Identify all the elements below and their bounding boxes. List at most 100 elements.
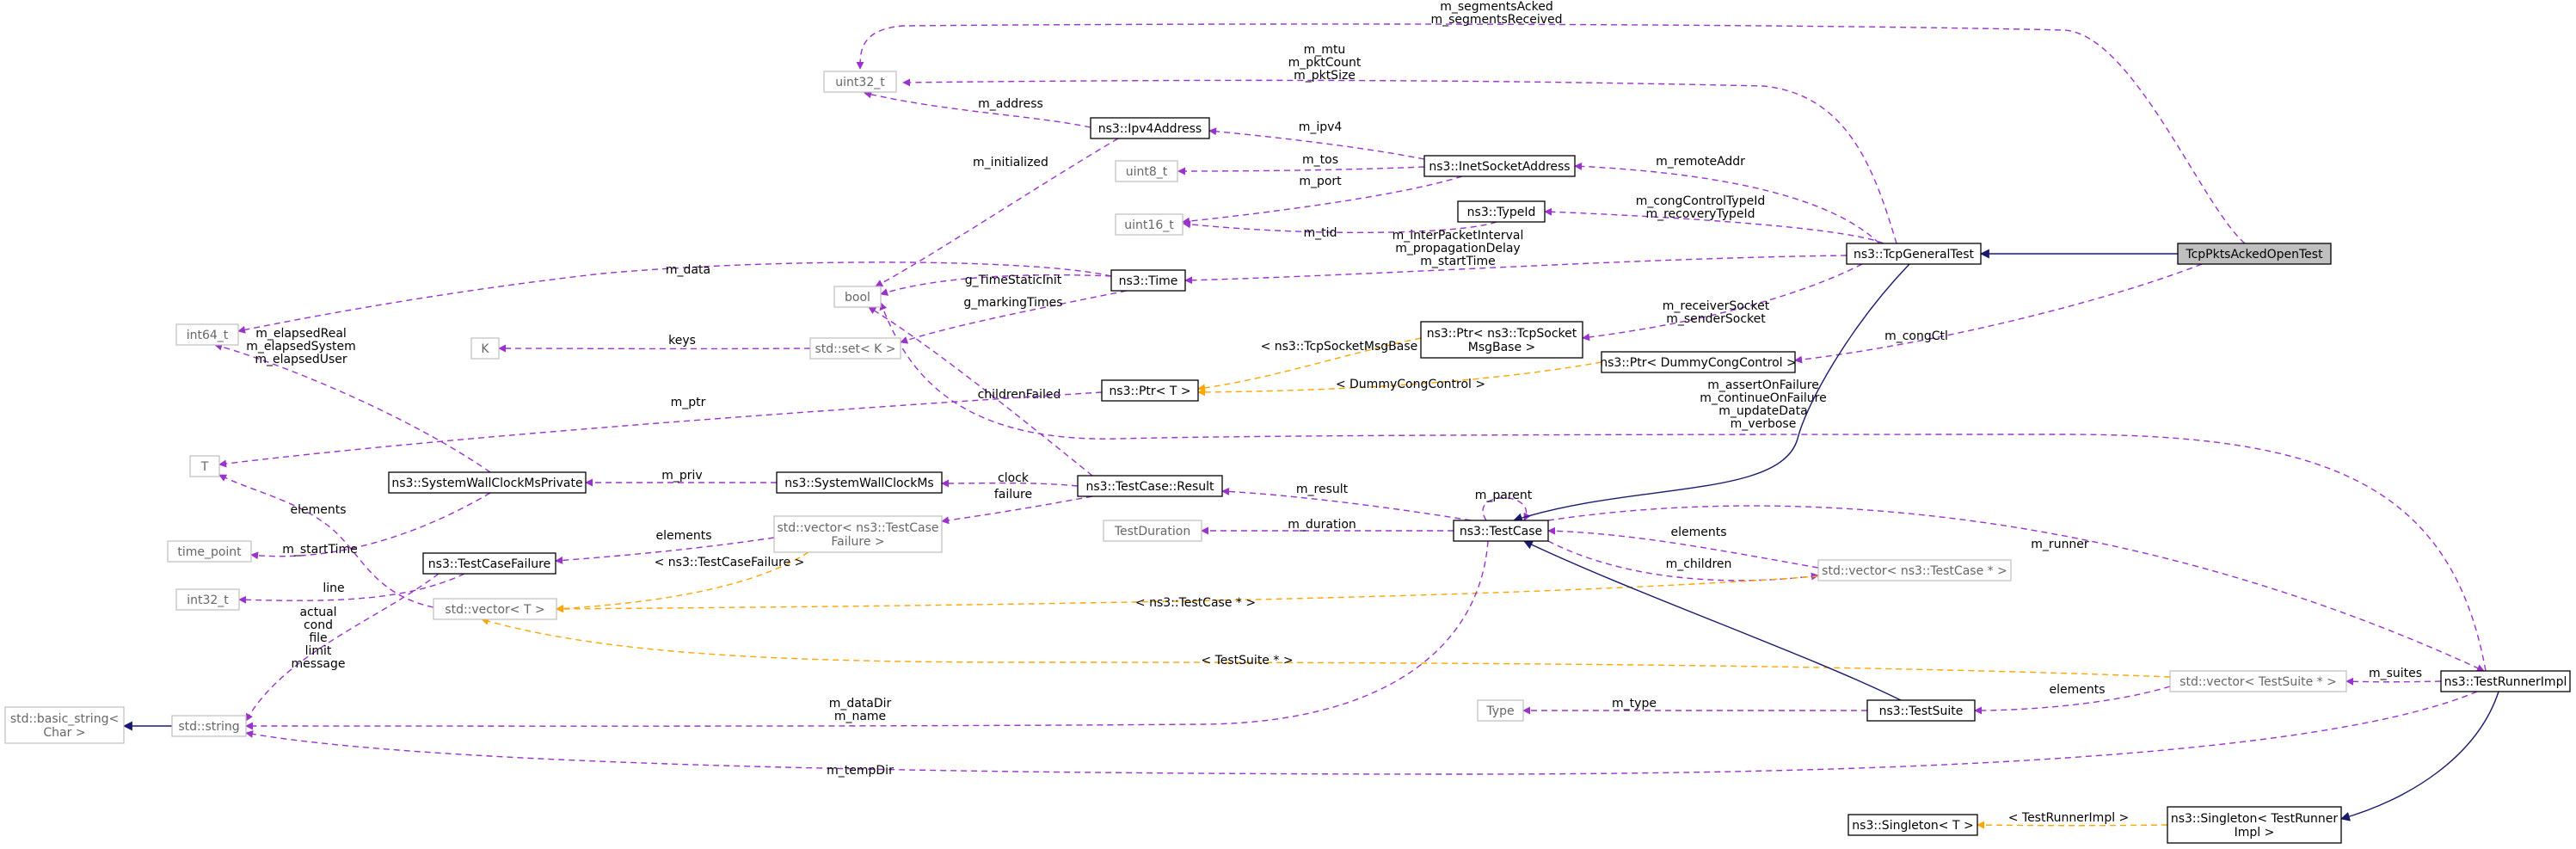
node-ptrtcpsocket[interactable]: ns3::Ptr< ns3::TcpSocketMsgBase > xyxy=(1420,321,1583,359)
node-box xyxy=(470,337,500,360)
edge-tid: m_tid xyxy=(1183,220,1497,240)
node-typeid[interactable]: ns3::TypeId xyxy=(1457,200,1546,223)
node-box xyxy=(1103,520,1202,542)
edge-label: m_ipv4 xyxy=(1299,120,1343,134)
node-box xyxy=(1601,351,1796,373)
edge-label: m_segmentsAcked xyxy=(1440,0,1552,14)
node-testduration[interactable]: TestDuration xyxy=(1103,520,1202,542)
node-stdstring[interactable]: std::string xyxy=(171,715,247,737)
node-box xyxy=(1115,213,1183,236)
edge-label: elements xyxy=(290,503,346,517)
edge-result: m_result xyxy=(1221,483,1472,521)
node-t[interactable]: T xyxy=(189,455,220,477)
node-label: ns3::SystemWallClockMsPrivate xyxy=(391,477,582,490)
node-type[interactable]: Type xyxy=(1477,699,1524,722)
inheritance-line xyxy=(1523,540,1902,701)
edge-label: m_port xyxy=(1299,175,1342,188)
edge-label: m_initialized xyxy=(973,156,1048,169)
node-int64[interactable]: int64_t xyxy=(175,323,239,346)
edge-label: m_parent xyxy=(1475,489,1533,502)
edge-duration: m_duration xyxy=(1201,518,1454,535)
edge-address: m_address xyxy=(864,90,1091,128)
node-tcppktsackedopentest[interactable]: TcpPktsAckedOpenTest xyxy=(2177,243,2332,265)
edge-label: m_ptr xyxy=(671,396,706,409)
edge-label: m_assertOnFailure xyxy=(1707,378,1819,392)
node-inetsocketaddress[interactable]: ns3::InetSocketAddress xyxy=(1423,155,1576,177)
node-testcaseresult[interactable]: ns3::TestCase::Result xyxy=(1077,475,1223,497)
edge-line: line xyxy=(238,573,465,604)
node-singletonrunner[interactable]: ns3::Singleton< TestRunnerImpl > xyxy=(2167,806,2342,844)
node-label: T xyxy=(200,460,209,474)
node-time[interactable]: ns3::Time xyxy=(1110,269,1186,292)
node-k[interactable]: K xyxy=(470,337,500,360)
edge-label: elements xyxy=(2049,683,2105,697)
node-bool[interactable]: bool xyxy=(833,286,882,308)
node-box xyxy=(1115,160,1178,182)
edge-label: cond xyxy=(304,618,333,632)
node-testcase[interactable]: ns3::TestCase xyxy=(1453,520,1549,542)
edge-tmpl-runner: < TestRunnerImpl > xyxy=(1977,811,2168,829)
edge-line xyxy=(1177,166,1425,175)
edge-label: m_verbose xyxy=(1731,417,1797,431)
edge-label: m_mtu xyxy=(1304,43,1346,57)
node-box xyxy=(776,471,943,494)
node-wallclock[interactable]: ns3::SystemWallClockMs xyxy=(776,471,943,494)
node-label: std::basic_string< xyxy=(10,712,119,726)
edge-label: m_startTime xyxy=(282,543,358,557)
edge-label: < TestRunnerImpl > xyxy=(2008,811,2130,825)
node-testsuite[interactable]: ns3::TestSuite xyxy=(1866,699,1976,722)
node-timepoint[interactable]: time_point xyxy=(167,540,252,563)
node-label: bool xyxy=(845,291,870,305)
edge-label: failure xyxy=(994,488,1032,501)
edge-label: m_recoveryTypeId xyxy=(1645,207,1755,221)
edge-label: m_name xyxy=(834,710,886,723)
edge-intervals: m_interPacketIntervalm_propagationDelaym… xyxy=(1184,229,1847,285)
node-ptrt[interactable]: ns3::Ptr< T > xyxy=(1101,379,1199,402)
node-box xyxy=(175,588,240,611)
node-testcasefailure[interactable]: ns3::TestCaseFailure xyxy=(422,552,556,575)
edge-start-time: m_startTime xyxy=(250,492,491,560)
node-box xyxy=(433,598,557,620)
node-uint8[interactable]: uint8_t xyxy=(1115,160,1178,182)
node-singletont[interactable]: ns3::Singleton< T > xyxy=(1847,814,1978,836)
edge-label: m_startTime xyxy=(1420,255,1496,268)
node-box xyxy=(1846,243,1982,265)
node-box xyxy=(1817,559,2012,581)
node-uint16[interactable]: uint16_t xyxy=(1115,213,1183,236)
node-label: Type xyxy=(1485,704,1514,718)
node-box xyxy=(4,706,125,744)
edge-label: m_duration xyxy=(1288,518,1356,532)
node-basicstring[interactable]: std::basic_string<Char > xyxy=(4,706,125,744)
edge-line xyxy=(941,495,1093,525)
node-label: ns3::Singleton< TestRunner xyxy=(2171,812,2339,826)
node-wallprivate[interactable]: ns3::SystemWallClockMsPrivate xyxy=(388,471,587,494)
edge-label: m_interPacketInterval xyxy=(1393,229,1524,243)
node-tcpgeneraltest[interactable]: ns3::TcpGeneralTest xyxy=(1846,243,1982,265)
node-vectestsuite[interactable]: std::vector< TestSuite * > xyxy=(2169,670,2347,692)
edge-label: g_TimeStaticInit xyxy=(965,274,1062,287)
edge-time-static-init: g_TimeStaticInit xyxy=(880,274,1112,296)
edge-label: m_tempDir xyxy=(827,764,894,778)
edge-tc-elements: elements xyxy=(1547,526,1819,569)
node-vecfailure[interactable]: std::vector< ns3::TestCaseFailure > xyxy=(773,515,943,553)
edge-label: m_congCtl xyxy=(1884,329,1948,343)
edge-line xyxy=(555,537,775,564)
node-ipv4address[interactable]: ns3::Ipv4Address xyxy=(1090,117,1210,139)
node-vectestcase[interactable]: std::vector< ns3::TestCase * > xyxy=(1817,559,2012,581)
node-label: int32_t xyxy=(187,594,229,607)
edge-suites: m_suites xyxy=(2345,667,2442,686)
node-testrunnerimpl[interactable]: ns3::TestRunnerImpl xyxy=(2440,670,2571,692)
edge-label: m_elapsedReal xyxy=(255,327,347,341)
edge-line xyxy=(900,290,1128,344)
edge-label: clock xyxy=(998,471,1030,485)
node-stdset[interactable]: std::set< K > xyxy=(809,337,901,360)
node-uint32[interactable]: uint32_t xyxy=(823,71,897,93)
node-box xyxy=(1866,699,1976,722)
edge-children-failed: childrenFailed xyxy=(868,306,1093,477)
node-box xyxy=(1101,379,1199,402)
node-vectort[interactable]: std::vector< T > xyxy=(433,598,557,620)
node-int32[interactable]: int32_t xyxy=(175,588,240,611)
node-box xyxy=(1423,155,1576,177)
node-ptrdummy[interactable]: ns3::Ptr< DummyCongControl > xyxy=(1600,351,1797,373)
